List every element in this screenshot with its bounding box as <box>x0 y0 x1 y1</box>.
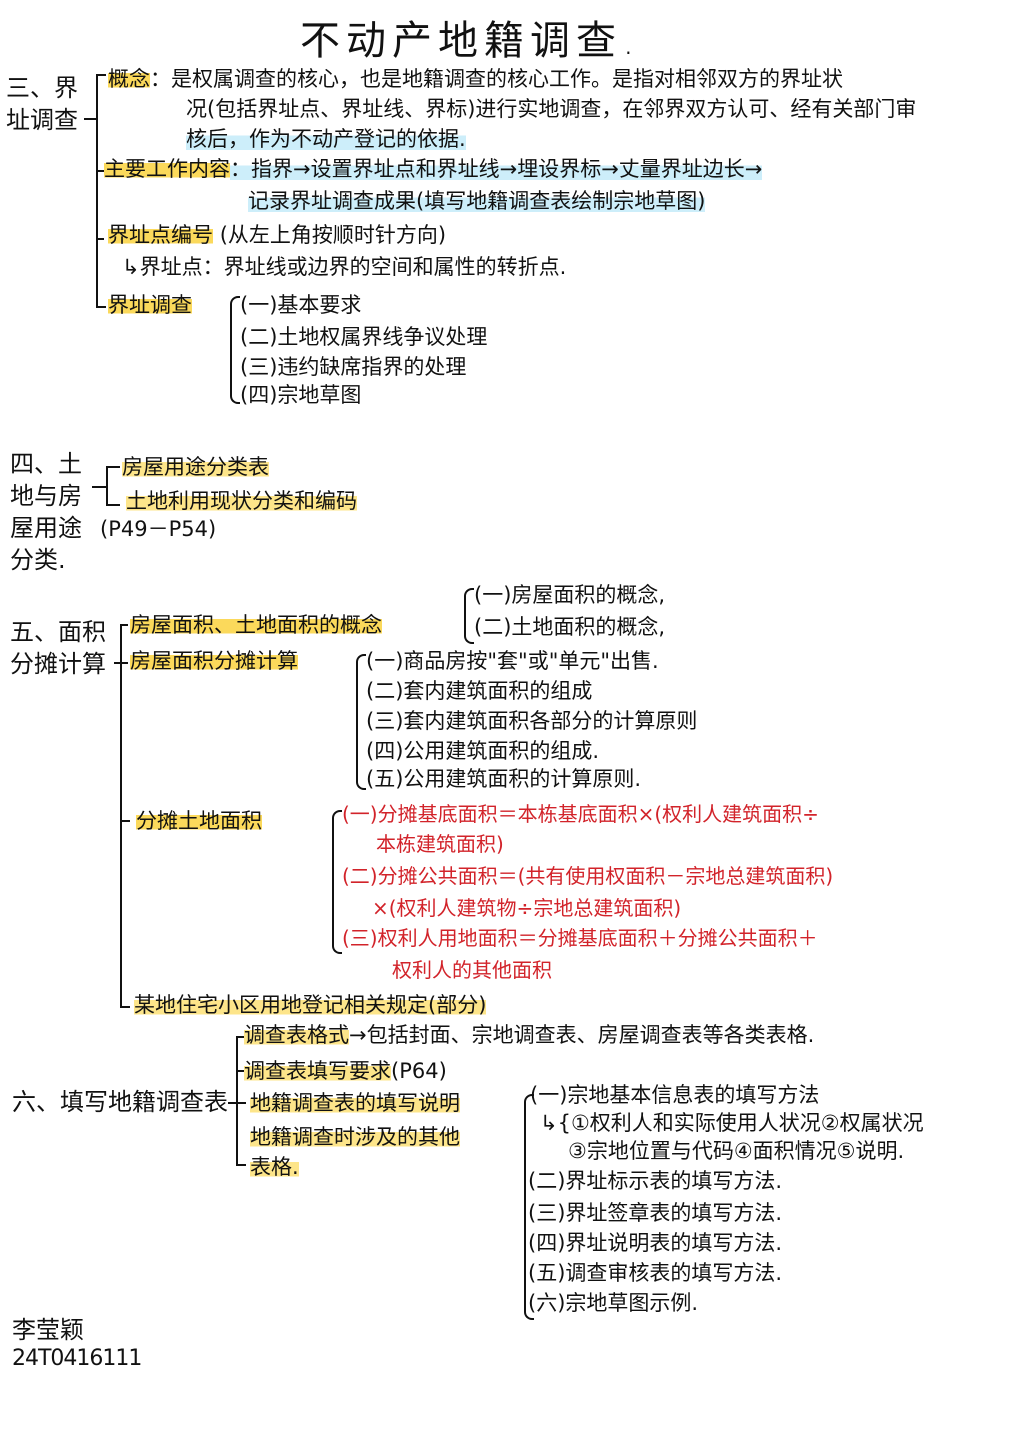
s5-concept-item-1: (一)房屋面积的概念, <box>474 583 666 607</box>
bracket-tick <box>96 74 106 76</box>
s6-requirement: 调查表填写要求(P64) <box>244 1056 447 1086</box>
numbering-note: (从左上角按顺时针方向) <box>219 223 447 247</box>
s5-regulation: 某地住宅小区用地登记相关规定(部分) <box>134 990 487 1020</box>
s6-instr-item-3: (三)界址签章表的填写方法. <box>528 1201 783 1225</box>
s5-land-item-1: (一)分摊基底面积＝本栋基底面积×(权利人建筑面积÷ <box>342 802 819 826</box>
s6-instructions-key-text: 地籍调查表的填写说明 <box>250 1091 460 1115</box>
concept-line-2: 况(包括界址点、界址线、界标)进行实地调查，在邻界双方认可、经有关部门审 <box>186 97 917 121</box>
s6-format-value: →包括封面、宗地调查表、房屋调查表等各类表格. <box>349 1023 815 1047</box>
bracket-tick <box>228 1102 246 1104</box>
survey-brace <box>230 296 240 404</box>
author-id: 24T0416111 <box>12 1346 142 1371</box>
main-work-block: 主要工作内容：指界→设置界址点和界址线→埋设界标→丈量界址边长→ <box>104 154 763 184</box>
bracket-tick <box>236 1164 246 1166</box>
s6-other-key-2: 表格. <box>250 1152 299 1182</box>
concept-line-3: 核后，作为不动产登记的依据. <box>186 124 466 154</box>
main-work-line-1: ：指界→设置界址点和界址线→埋设界标→丈量界址边长→ <box>230 157 763 181</box>
section-3-connector <box>84 118 96 120</box>
section-6-bracket <box>236 1036 238 1166</box>
bracket-tick <box>96 238 104 240</box>
s5-land-key-text: 分摊土地面积 <box>136 809 262 833</box>
bracket-tick <box>120 820 130 822</box>
section-3-bracket <box>96 74 98 308</box>
s6-instr-item-1: (一)宗地基本信息表的填写方法 <box>530 1083 820 1107</box>
s5-house-key-text: 房屋面积分摊计算 <box>130 649 298 673</box>
section-4-label: 四、土地与房屋用途分类. <box>10 450 82 574</box>
s5-land-item-3: (三)权利人用地面积＝分摊基底面积＋分摊公共面积＋ <box>342 926 818 950</box>
s6-instructions-brace <box>524 1094 534 1320</box>
s6-instr-item-6: (六)宗地草图示例. <box>528 1291 699 1315</box>
s6-format-key: 调查表格式 <box>244 1023 349 1047</box>
s4-item-1: 房屋用途分类表 <box>122 452 269 482</box>
s5-concept-key-text: 房屋面积、土地面积的概念 <box>130 613 382 637</box>
concept-block: 概念：是权属调查的核心，也是地籍调查的核心工作。是指对相邻双方的界址状 <box>108 64 843 94</box>
main-work-key: 主要工作内容 <box>104 157 230 181</box>
section-5-bracket <box>120 624 122 1008</box>
survey-item-1: (一)基本要求 <box>240 293 362 317</box>
s5-house-brace <box>356 654 366 790</box>
bracket-tick <box>114 662 128 664</box>
s6-other-key-1-text: 地籍调查时涉及的其他 <box>250 1125 460 1149</box>
s5-house-key: 房屋面积分摊计算 <box>130 646 298 676</box>
s6-instructions-key: 地籍调查表的填写说明 <box>250 1088 460 1118</box>
survey-key-text: 界址调查 <box>108 293 192 317</box>
numbering-block: 界址点编号 (从左上角按顺时针方向) <box>108 220 446 250</box>
s5-land-item-1-cont: 本栋建筑面积) <box>376 832 504 856</box>
s5-house-item-2: (二)套内建筑面积的组成 <box>366 679 593 703</box>
bracket-tick <box>120 1006 130 1008</box>
s6-other-key-1: 地籍调查时涉及的其他 <box>250 1122 460 1152</box>
s5-concept-item-2: (二)土地面积的概念, <box>474 615 666 639</box>
s5-regulation-text: 某地住宅小区用地登记相关规定(部分) <box>134 993 487 1017</box>
s5-land-item-2-cont: ×(权利人建筑物÷宗地总建筑面积) <box>372 896 682 920</box>
s4-note: (P49－P54) <box>100 517 217 541</box>
bracket-tick <box>120 624 128 626</box>
s6-instr-item-4: (四)界址说明表的填写方法. <box>528 1231 783 1255</box>
section-3-label: 三、界址调查 <box>6 74 78 134</box>
section-4-bracket <box>106 466 108 506</box>
concept-key: 概念 <box>108 67 150 91</box>
s5-house-item-1: (一)商品房按"套"或"单元"出售. <box>366 649 659 673</box>
bracket-tick <box>236 1036 246 1038</box>
bracket-tick <box>236 1070 246 1072</box>
survey-key: 界址调查 <box>108 290 192 320</box>
section-4-connector <box>92 486 106 488</box>
numbering-sub: ↳界址点：界址线或边界的空间和属性的转折点. <box>122 255 567 279</box>
s5-land-brace <box>332 810 342 954</box>
s6-instr-item-5: (五)调查审核表的填写方法. <box>528 1261 783 1285</box>
s6-other-key-2-text: 表格. <box>250 1155 299 1179</box>
survey-item-4: (四)宗地草图 <box>240 383 362 407</box>
s5-concept-key: 房屋面积、土地面积的概念 <box>130 610 382 640</box>
s6-instr-sub-1: ↳{①权利人和实际使用人状况②权属状况 <box>540 1111 924 1135</box>
main-work-line-2-text: 记录界址调查成果(填写地籍调查表绘制宗地草图) <box>248 189 706 213</box>
s5-house-item-3: (三)套内建筑面积各部分的计算原则 <box>366 709 698 733</box>
s5-house-item-5: (五)公用建筑面积的计算原则. <box>366 767 642 791</box>
s5-house-item-4: (四)公用建筑面积的组成. <box>366 739 600 763</box>
s5-concept-brace <box>464 588 474 644</box>
survey-item-2: (二)土地权属界线争议处理 <box>240 325 488 349</box>
bracket-tick <box>106 466 120 468</box>
s5-land-item-2: (二)分摊公共面积＝(共有使用权面积－宗地总建筑面积) <box>342 864 834 888</box>
author-name: 李莹颖 <box>12 1316 84 1344</box>
s6-instr-sub-2: ③宗地位置与代码④面积情况⑤说明. <box>568 1139 905 1163</box>
main-work-line-2: 记录界址调查成果(填写地籍调查表绘制宗地草图) <box>248 186 706 216</box>
s6-instr-item-2: (二)界址标示表的填写方法. <box>528 1169 783 1193</box>
s4-item-1-text: 房屋用途分类表 <box>122 455 269 479</box>
s5-land-item-3-cont: 权利人的其他面积 <box>392 958 552 982</box>
s6-requirement-key: 调查表填写要求 <box>244 1059 391 1083</box>
section-6-label: 六、填写地籍调查表 <box>12 1088 228 1116</box>
bracket-tick <box>96 170 104 172</box>
s6-format: 调查表格式→包括封面、宗地调查表、房屋调查表等各类表格. <box>244 1020 814 1050</box>
s6-requirement-note: (P64) <box>391 1059 447 1083</box>
concept-line-1: ：是权属调查的核心，也是地籍调查的核心工作。是指对相邻双方的界址状 <box>150 67 843 91</box>
page-title: 不动产地籍调查. <box>300 18 641 64</box>
survey-item-3: (三)违约缺席指界的处理 <box>240 355 467 379</box>
concept-line-3-text: 核后，作为不动产登记的依据. <box>186 127 466 151</box>
s4-item-2-text: 土地利用现状分类和编码 <box>126 489 357 513</box>
bracket-tick <box>96 306 106 308</box>
bracket-tick <box>106 504 120 506</box>
numbering-key: 界址点编号 <box>108 223 213 247</box>
section-5-label: 五、面积分摊计算 <box>10 618 106 678</box>
s5-land-key: 分摊土地面积 <box>136 806 262 836</box>
s4-item-2: 土地利用现状分类和编码 <box>126 486 357 516</box>
